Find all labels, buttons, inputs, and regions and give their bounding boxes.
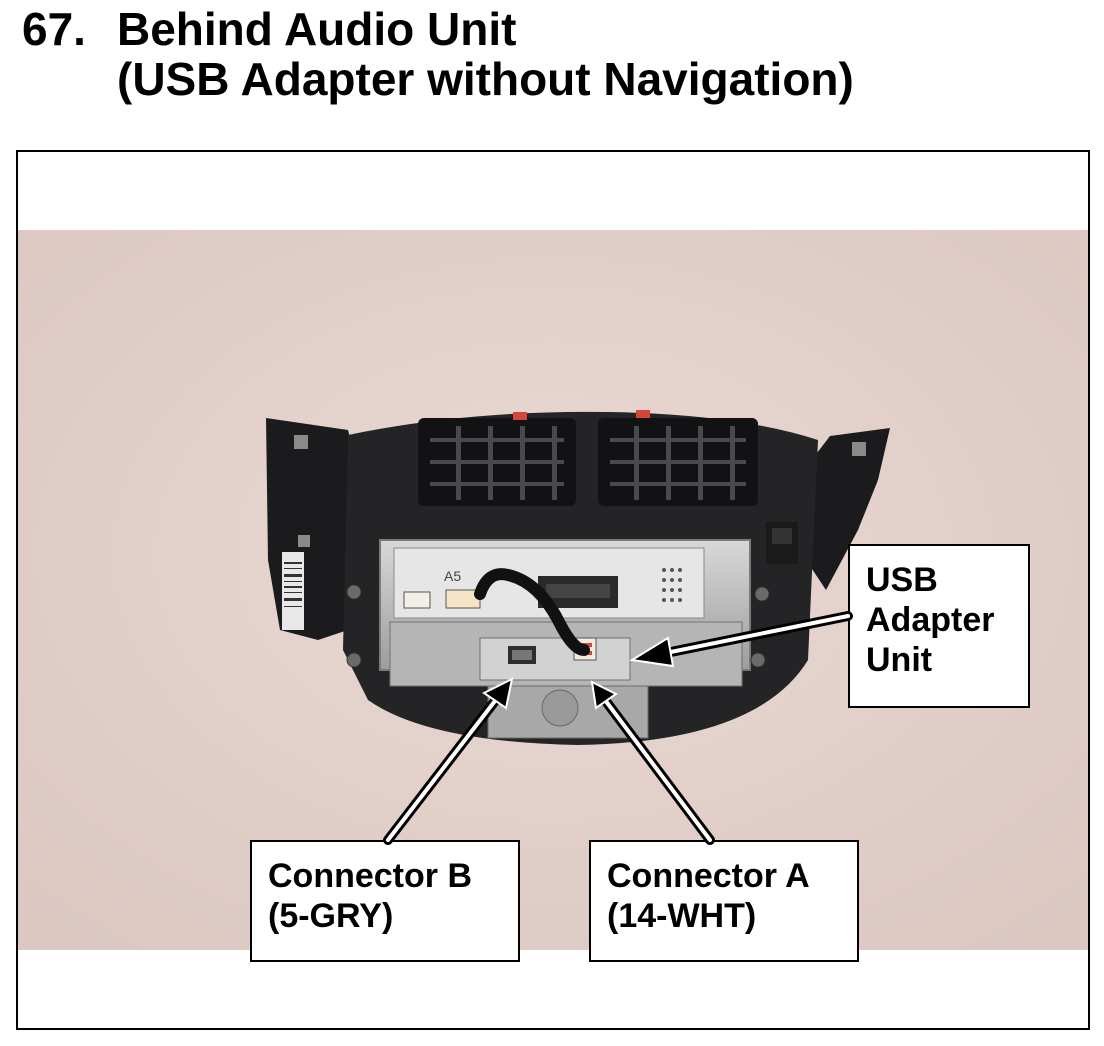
- page-title: 67. Behind Audio Unit (USB Adapter witho…: [22, 4, 854, 104]
- callout-b-line-1: Connector B: [268, 857, 472, 895]
- title-lines: Behind Audio Unit (USB Adapter without N…: [117, 4, 854, 104]
- callout-usb-line-1: USB: [866, 561, 938, 599]
- callout-a-line-1: Connector A: [607, 857, 810, 895]
- title-line-2: (USB Adapter without Navigation): [117, 53, 854, 105]
- step-number: 67.: [22, 3, 86, 55]
- callout-a-line-2: (14-WHT): [607, 897, 757, 935]
- callout-b-line-2: (5-GRY): [268, 897, 394, 935]
- callout-connector-b: Connector B (5-GRY): [250, 840, 520, 962]
- callout-usb-line-3: Unit: [866, 641, 933, 679]
- callout-usb-line-2: Adapter: [866, 601, 995, 639]
- callout-connector-a: Connector A (14-WHT): [589, 840, 859, 962]
- title-line-1: Behind Audio Unit: [117, 3, 517, 55]
- callout-usb-adapter-unit: USB Adapter Unit: [848, 544, 1030, 708]
- unit-label-text: A5: [444, 568, 461, 584]
- figure-frame: A5 USB: [16, 150, 1090, 1030]
